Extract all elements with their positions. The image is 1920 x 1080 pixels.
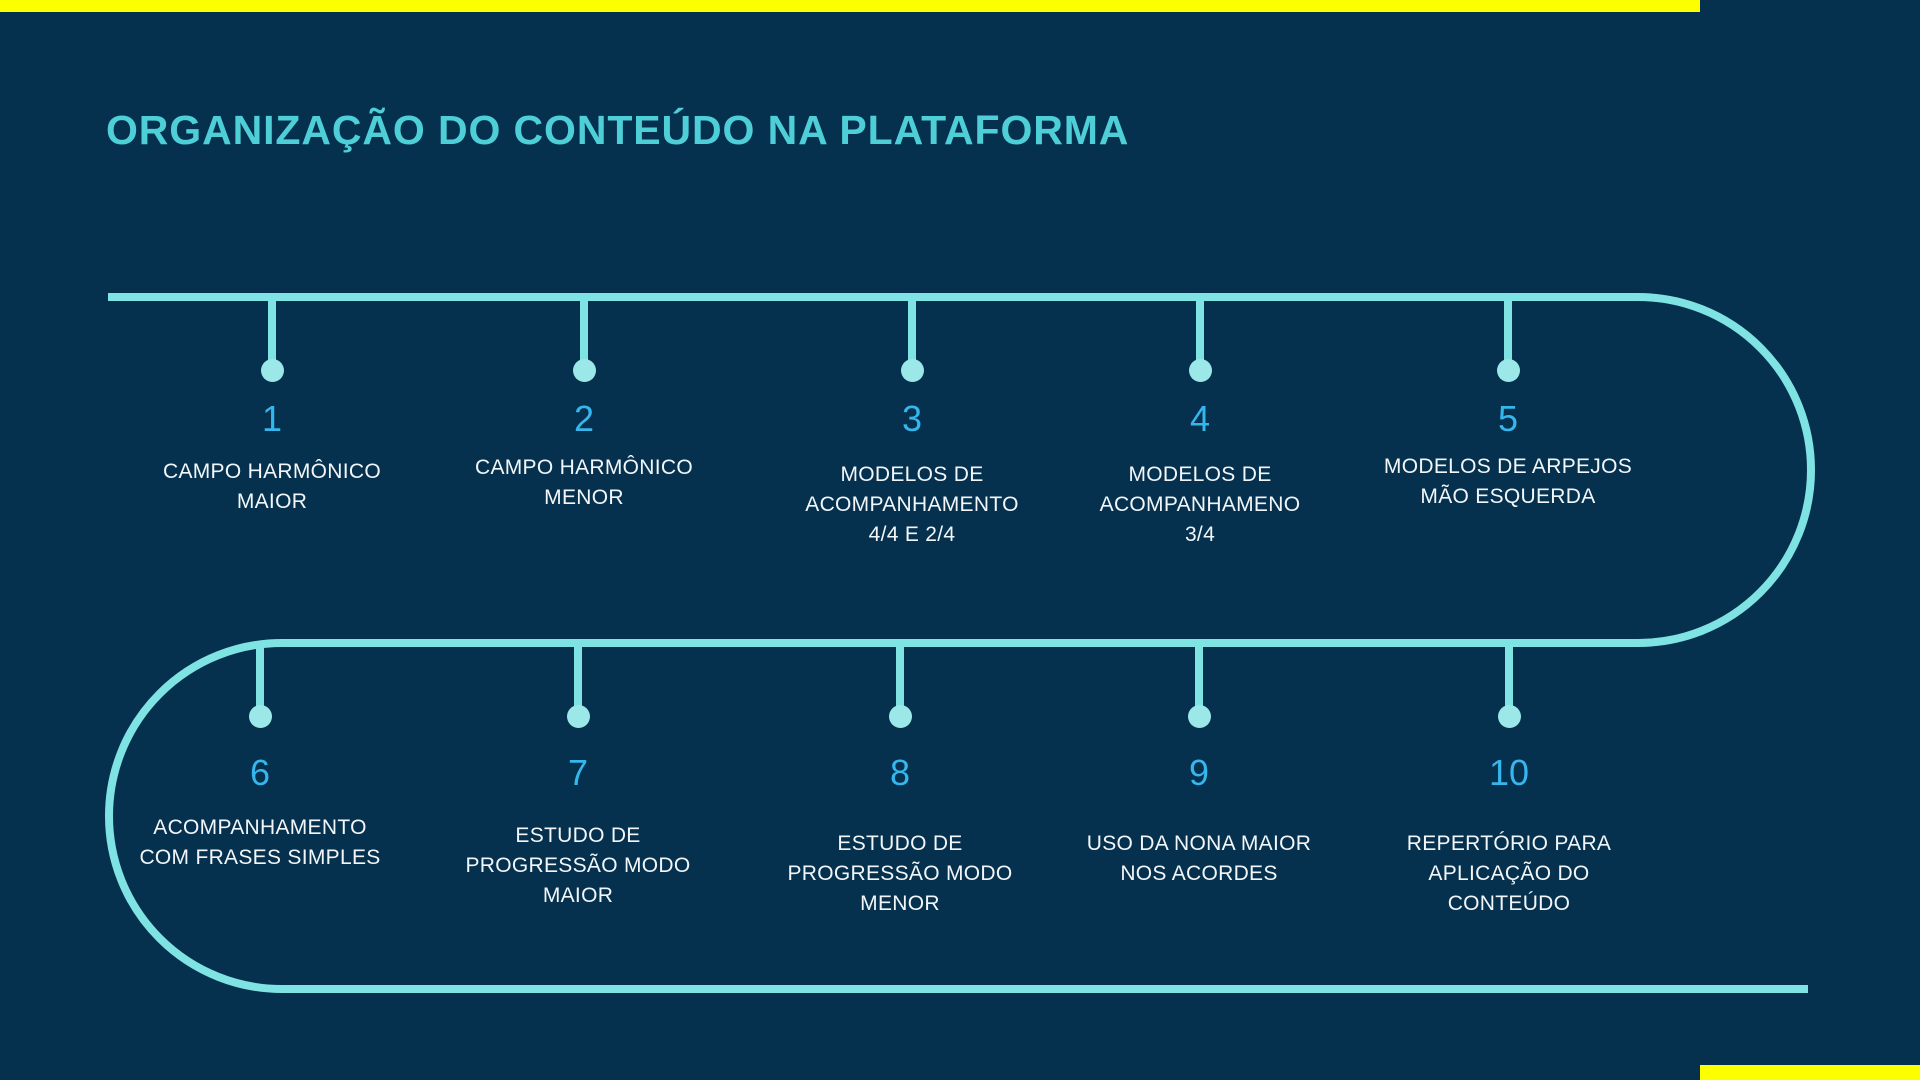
timeline-label: REPERTÓRIO PARA APLICAÇÃO DO CONTEÚDO (1406, 832, 1612, 915)
timeline-stem-icon (574, 643, 582, 713)
timeline-number: 3 (901, 398, 923, 439)
timeline-label: MODELOS DE ARPEJOS MÃO ESQUERDA (1383, 455, 1633, 508)
timeline-dot-icon (1187, 705, 1211, 728)
timeline-dot-icon (900, 359, 924, 382)
timeline-stem-icon (268, 297, 276, 367)
timeline-label: MODELOS DE ACOMPANHAMENTO 4/4 E 2/4 (805, 463, 1019, 546)
timeline-label: CAMPO HARMÔNICO MAIOR (162, 460, 381, 513)
timeline-dot-icon (888, 705, 912, 728)
timeline-dot-icon (248, 705, 272, 728)
timeline-dot-icon (1497, 705, 1521, 728)
timeline-dot-icon (1188, 359, 1212, 382)
timeline-number: 9 (1188, 752, 1210, 793)
timeline-label: USO DA NONA MAIOR NOS ACORDES (1086, 832, 1312, 885)
timeline-stem-icon (908, 297, 916, 367)
bottom-yellow-accent-bar (1700, 1065, 1920, 1080)
timeline-label: ACOMPANHAMENTO COM FRASES SIMPLES (139, 816, 381, 869)
timeline-number: 4 (1189, 398, 1211, 439)
timeline-dot-icon (572, 359, 596, 382)
timeline-number: 8 (889, 752, 911, 793)
timeline-stem-icon (1504, 297, 1512, 367)
timeline-number: 5 (1497, 398, 1519, 439)
timeline-number: 7 (567, 752, 589, 793)
timeline-stem-icon (1505, 643, 1513, 713)
timeline-number: 1 (261, 398, 283, 439)
timeline-number: 6 (249, 752, 271, 793)
timeline-dot-icon (1496, 359, 1520, 382)
timeline-stem-icon (1195, 643, 1203, 713)
timeline-dot-icon (566, 705, 590, 728)
timeline-dot-icon (260, 359, 284, 382)
timeline-stem-icon (896, 643, 904, 713)
timeline-number: 10 (1488, 752, 1530, 793)
page-title: ORGANIZAÇÃO DO CONTEÚDO NA PLATAFORMA (106, 107, 1130, 153)
timeline-label: MODELOS DE ACOMPANHAMENO 3/4 (1099, 463, 1301, 546)
timeline-label: CAMPO HARMÔNICO MENOR (474, 456, 693, 509)
timeline-label: ESTUDO DE PROGRESSÃO MODO MENOR (787, 832, 1013, 915)
top-yellow-accent-bar (0, 0, 1700, 12)
timeline-number: 2 (573, 398, 595, 439)
timeline-stem-icon (580, 297, 588, 367)
timeline-label: ESTUDO DE PROGRESSÃO MODO MAIOR (465, 824, 691, 907)
timeline-stem-icon (1196, 297, 1204, 367)
timeline-stem-icon (256, 643, 264, 713)
